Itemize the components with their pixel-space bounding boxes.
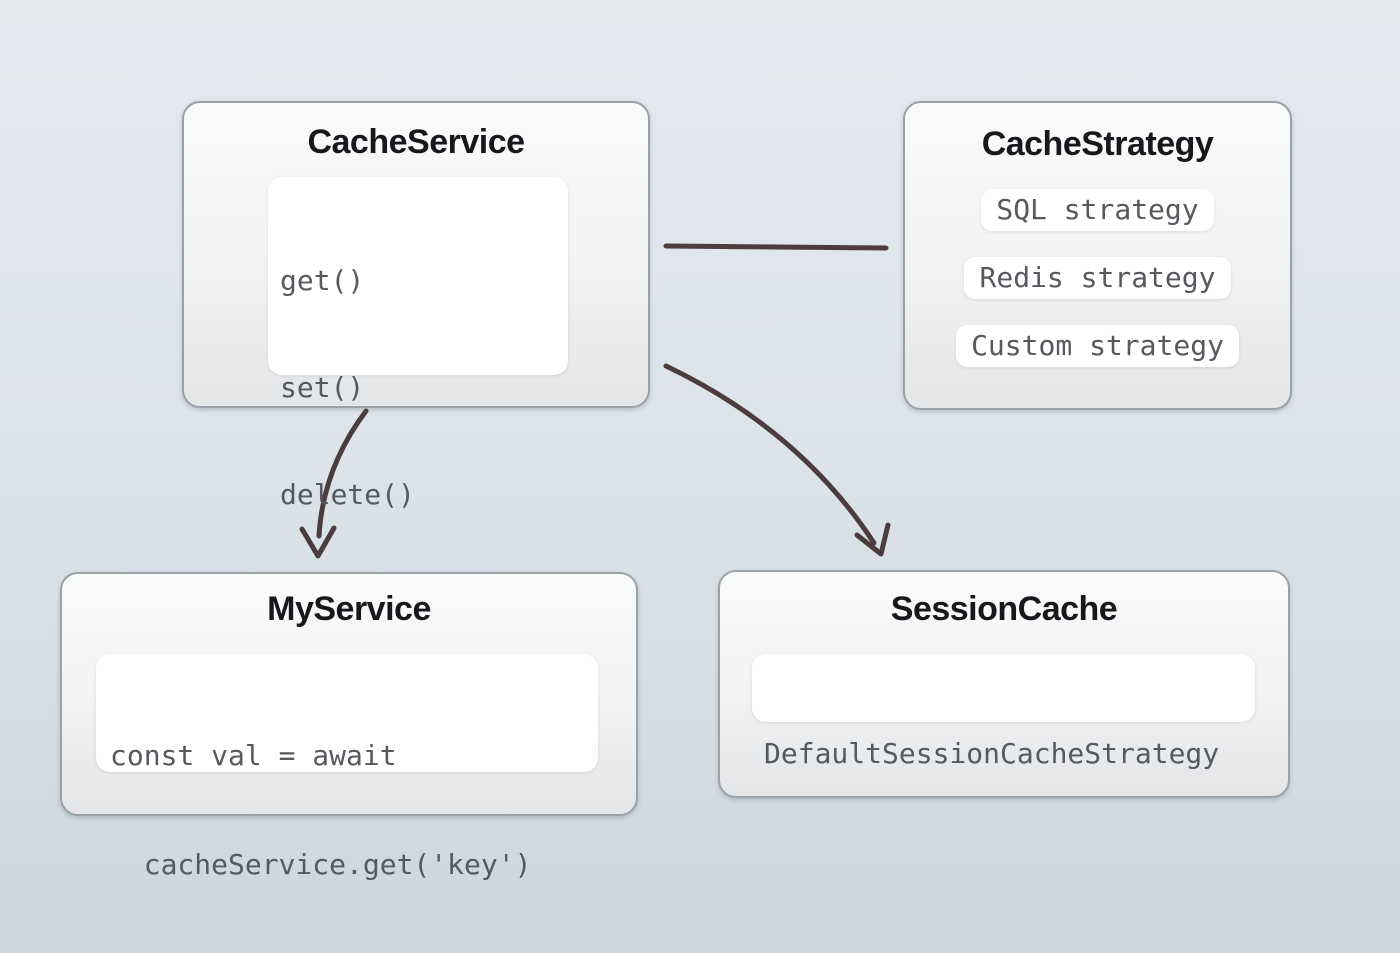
strategy-pill-sql: SQL strategy: [981, 189, 1214, 231]
method-item: get(): [280, 264, 365, 297]
node-title: MyService: [267, 590, 431, 628]
node-session-cache: SessionCache DefaultSessionCacheStrategy: [718, 570, 1290, 798]
node-cache-service: CacheService get() set() delete() invali…: [182, 101, 650, 618]
strategy-pill-custom: Custom strategy: [956, 325, 1239, 367]
my-service-code-panel: const val = await cacheService.get('key'…: [96, 654, 598, 881]
strategy-name: DefaultSessionCacheStrategy: [764, 737, 1220, 770]
node-title: CacheService: [307, 123, 525, 161]
node-my-service: MyService const val = await cacheService…: [60, 572, 638, 881]
arrow-cacheservice-sessioncache: [663, 363, 891, 557]
arrow-curve: [663, 363, 877, 546]
edge-cacheservice-cachestrategy: [663, 243, 889, 251]
method-item: set(): [280, 371, 365, 404]
strategy-pill-redis: Redis strategy: [964, 257, 1231, 299]
cache-service-methods-panel: get() set() delete() invalidateTags(): [268, 177, 568, 618]
node-title: SessionCache: [890, 590, 1118, 628]
node-cache-strategy: CacheStrategy SQL strategy Redis strateg…: [903, 101, 1292, 410]
arrowhead-icon: [854, 522, 891, 557]
code-line: const val = await: [110, 739, 397, 772]
method-item: delete(): [280, 478, 415, 511]
node-title: CacheStrategy: [981, 125, 1214, 163]
code-line: cacheService.get('key'): [110, 848, 532, 881]
strategy-pill-stack: SQL strategy Redis strategy Custom strat…: [905, 189, 1290, 367]
session-cache-strategy-panel: DefaultSessionCacheStrategy: [752, 654, 1255, 770]
